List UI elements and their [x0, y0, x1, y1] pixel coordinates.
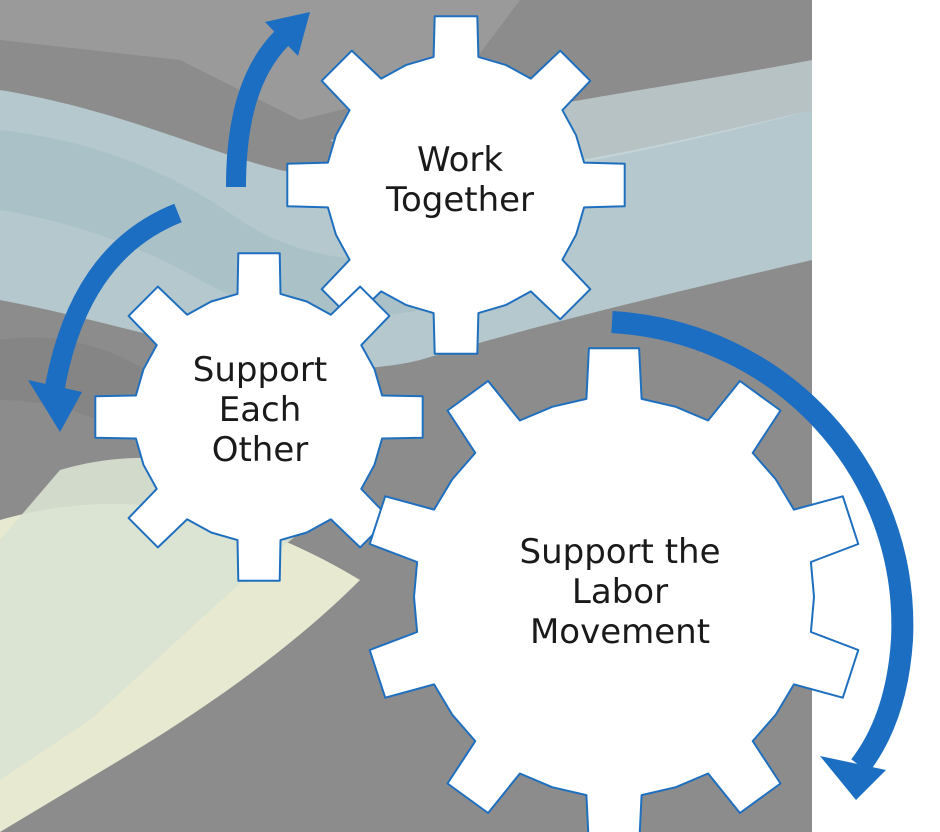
curved-arrow-down-left-icon — [28, 203, 182, 432]
curved-arrow-up-right-icon — [226, 12, 310, 188]
gear-support-each-other — [94, 252, 424, 582]
curved-arrow-down-icon — [611, 311, 914, 800]
gear-support-the-labor-movement — [368, 347, 860, 832]
gear-work-together — [286, 15, 626, 355]
